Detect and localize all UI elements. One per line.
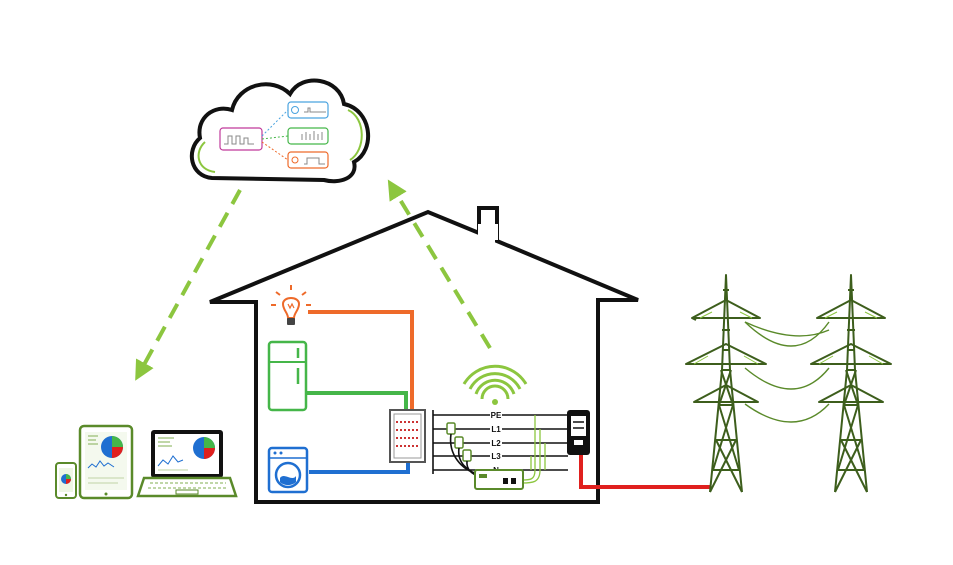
cloud-to-devices-arrow — [135, 189, 242, 381]
bus-label-l2: L2 — [491, 439, 501, 448]
cloud-icon — [190, 78, 371, 184]
fridge-circuit-line — [307, 391, 408, 412]
lamp-circuit-line — [308, 310, 414, 412]
bus-label-pe: PE — [491, 411, 502, 420]
smartphone-icon — [55, 462, 77, 499]
laptop-icon — [136, 430, 238, 498]
distribution-board — [389, 409, 426, 463]
current-sensors — [446, 415, 546, 484]
washer-circuit-line — [309, 460, 410, 474]
electricity-meter-icon — [567, 410, 590, 455]
power-pylon-icon — [685, 274, 767, 493]
energy-gateway-device — [474, 469, 524, 490]
grid-feed-line — [579, 455, 710, 489]
gateway-to-cloud-arrow — [387, 179, 492, 350]
bus-bars: PE L1 L2 L3 N — [432, 409, 568, 475]
house-outline — [209, 206, 639, 504]
cloud-dashboard-panels — [219, 101, 329, 169]
bus-label-l3: L3 — [491, 452, 501, 461]
wifi-icon — [462, 364, 528, 405]
power-pylon-icon — [810, 274, 892, 493]
light-bulb-icon — [271, 285, 311, 325]
refrigerator-icon — [267, 340, 308, 412]
washing-machine-icon — [267, 446, 309, 494]
bus-label-l1: L1 — [491, 425, 501, 434]
tablet-icon — [78, 424, 134, 500]
power-lines — [744, 321, 830, 423]
